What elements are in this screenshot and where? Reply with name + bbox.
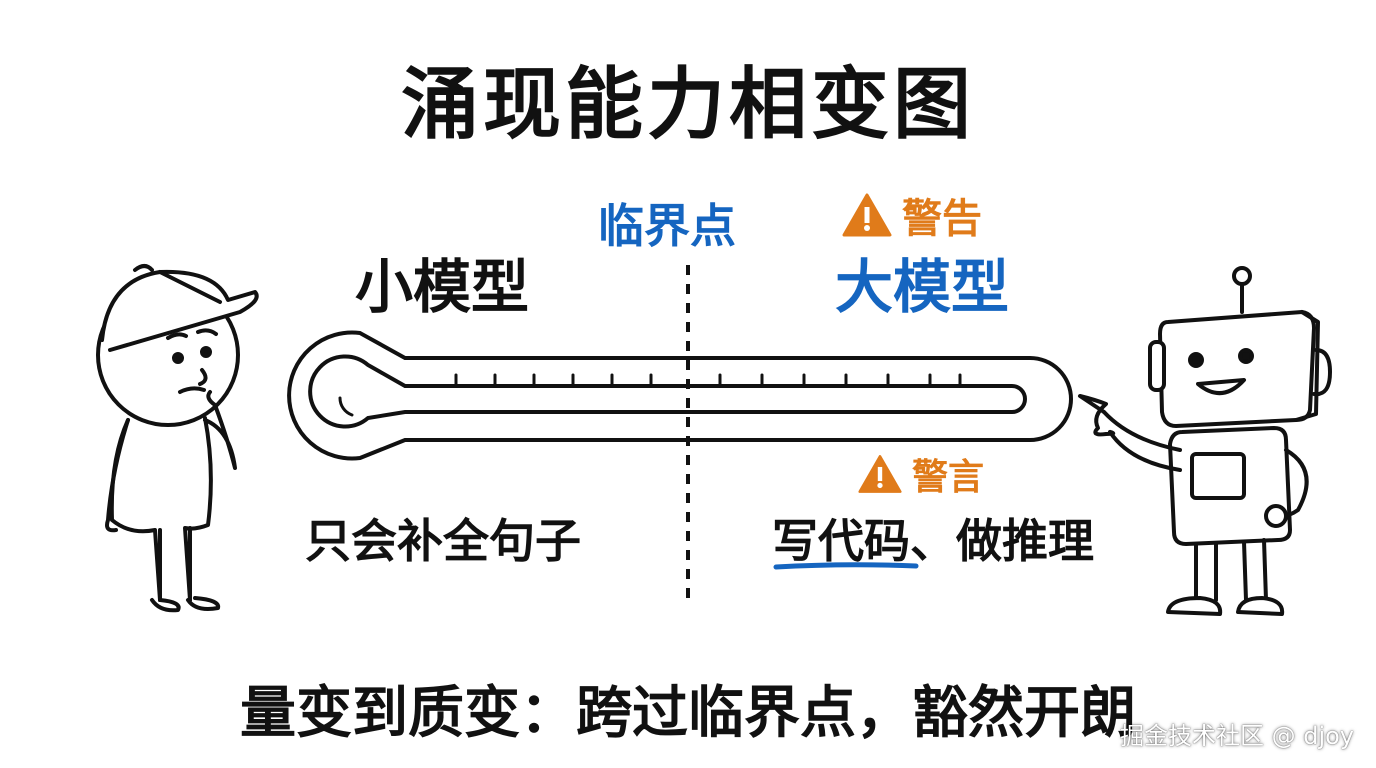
page-title: 涌现能力相变图: [400, 60, 975, 150]
large-model-description: 写代码、做推理: [772, 514, 1094, 568]
warning-top-text: 警告: [902, 196, 982, 242]
thermometer: [287, 330, 1073, 461]
warning-mid-text: 警言: [912, 457, 985, 498]
warning-mid: 警言: [858, 448, 984, 500]
bottom-caption: 量变到质变：跨过临界点，豁然开朗: [240, 680, 1136, 746]
robot-figure: [1078, 266, 1332, 616]
large-model-label: 大模型: [835, 253, 1010, 321]
thermometer-ticks: [454, 373, 962, 388]
boy-figure: [96, 264, 259, 613]
warning-top: 警告: [842, 186, 982, 244]
warning-icon: [858, 455, 902, 493]
highlight-underline: [773, 562, 919, 570]
watermark: 掘金技术社区 @ djoy: [1119, 722, 1354, 750]
small-model-description: 只会补全句子: [305, 514, 581, 568]
critical-point-label: 临界点: [598, 199, 736, 253]
small-model-label: 小模型: [355, 253, 530, 321]
warning-icon: [842, 193, 892, 237]
